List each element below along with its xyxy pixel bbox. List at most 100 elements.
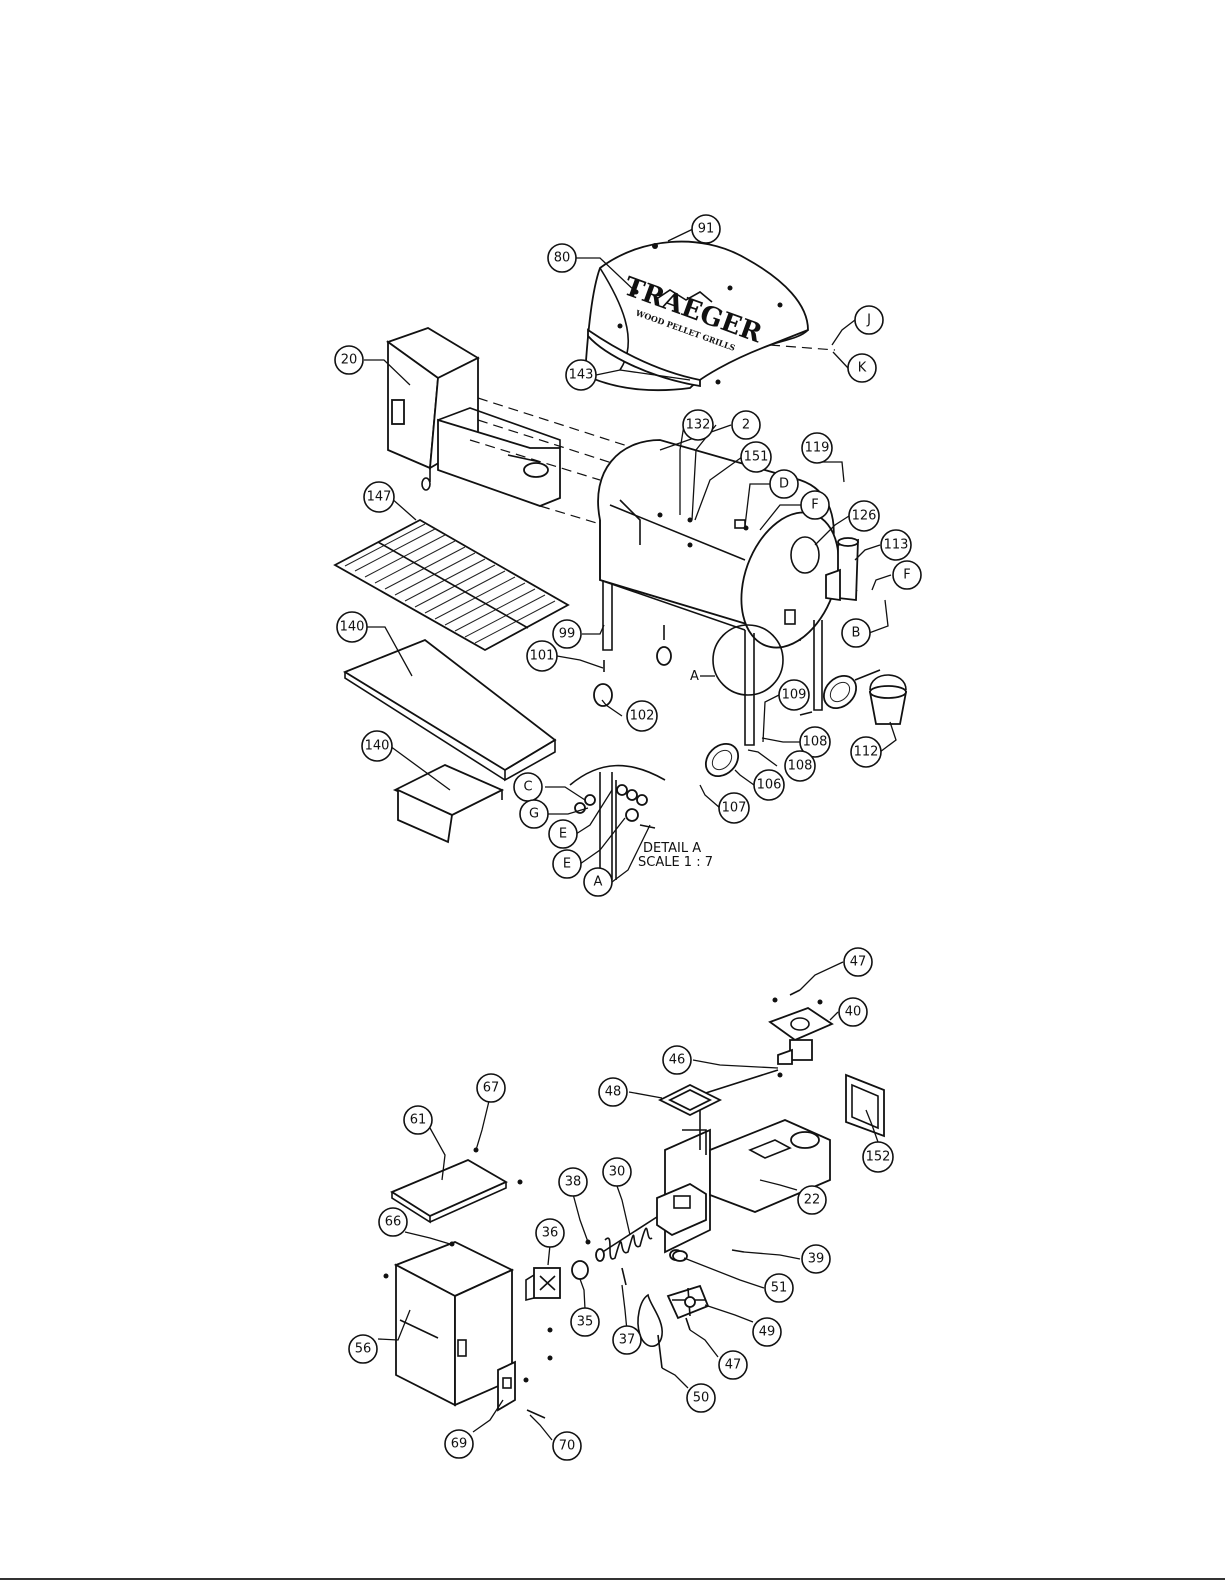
callout-label: G [529,807,539,822]
callout-label: 91 [698,222,715,237]
callout-label: 108 [788,759,813,774]
callout-67: 67 [477,1074,505,1102]
callout-80: 80 [548,244,576,272]
callout-47b: 47 [719,1351,747,1379]
callout-k: K [848,354,876,382]
callout-151: 151 [741,442,771,472]
callout-label: K [858,361,867,376]
auger-motor [526,1240,591,1301]
callout-g: G [520,800,548,828]
callout-112: 112 [851,737,881,767]
auger [596,1215,660,1261]
callout-36: 36 [536,1219,564,1247]
callout-label: 80 [554,251,571,266]
callout-a: A [584,868,612,896]
callout-label: 22 [804,1193,821,1208]
callout-143: 143 [566,360,596,390]
callout-61: 61 [404,1106,432,1134]
hopper-upper [388,328,560,506]
callout-46: 46 [663,1046,691,1074]
callout-label: 140 [340,620,365,635]
callout-label: 2 [742,418,750,433]
callout-f2: F [893,561,921,589]
callout-91: 91 [692,215,720,243]
detail-a-marker: A [690,669,699,684]
callout-147: 147 [364,482,394,512]
callout-40: 40 [839,998,867,1026]
callout-label: J [866,313,871,328]
callout-label: 39 [808,1252,825,1267]
callout-35: 35 [571,1308,599,1336]
callout-51: 51 [765,1274,793,1302]
callout-label: 49 [759,1325,776,1340]
callout-label: 51 [771,1281,788,1296]
callout-label: 69 [451,1437,468,1452]
callout-126: 126 [849,501,879,531]
callout-label: 20 [341,353,358,368]
callout-152: 152 [863,1142,893,1172]
upper-assembly: TRAEGER WOOD PELLET GRILLS [335,242,906,880]
callout-102: 102 [627,701,657,731]
callout-label: 47 [725,1358,742,1373]
callout-140b: 140 [362,731,392,761]
callout-label: 126 [852,509,877,524]
callout-99: 99 [553,620,581,648]
callout-label: B [852,626,861,641]
callout-label: 132 [686,418,711,433]
callout-label: D [779,477,789,492]
callout-label: 70 [559,1439,576,1454]
callout-label: 143 [569,368,594,383]
callout-101: 101 [527,641,557,671]
callout-label: 66 [385,1215,402,1230]
callout-label: 101 [530,649,555,664]
callout-label: 67 [483,1081,500,1096]
callout-37: 37 [613,1326,641,1354]
callout-22: 22 [798,1186,826,1214]
callout-label: E [563,857,571,872]
callout-108b: 108 [785,751,815,781]
callout-20: 20 [335,346,363,374]
callout-j: J [855,306,883,334]
callout-69: 69 [445,1430,473,1458]
hopper-box [384,1242,513,1406]
callout-label: 119 [805,441,830,456]
detail-a-label: DETAIL A [643,841,701,856]
firepot-gasket [846,1075,884,1136]
callout-label: 112 [854,745,879,760]
callout-label: 38 [565,1175,582,1190]
callout-label: 50 [693,1391,710,1406]
callout-e2: E [553,850,581,878]
callout-label: F [903,568,910,583]
callout-b: B [842,619,870,647]
callout-label: 147 [367,490,392,505]
callout-e1: E [549,820,577,848]
firepot-flange [770,990,832,1078]
callout-label: 36 [542,1226,559,1241]
callout-label: 48 [605,1085,622,1100]
callout-label: 140 [365,739,390,754]
callout-label: 108 [803,735,828,750]
callout-label: 61 [410,1113,427,1128]
grease-bucket [870,675,906,724]
hopper-lid [392,1148,523,1223]
callout-119: 119 [802,433,832,463]
callout-label: 40 [845,1005,862,1020]
callout-label: 99 [559,627,576,642]
callout-label: 152 [866,1150,891,1165]
detail-a-scale: SCALE 1 : 7 [638,855,713,870]
grill-barrel [598,440,858,695]
callout-49: 49 [753,1318,781,1346]
callout-label: 30 [609,1165,626,1180]
callout-label: 47 [850,955,867,970]
callout-109: 109 [779,680,809,710]
callout-48: 48 [599,1078,627,1106]
callout-label: 151 [744,450,769,465]
callout-label: 107 [722,801,747,816]
callout-c: C [514,773,542,801]
callout-39: 39 [802,1245,830,1273]
grill-grate [335,520,568,650]
callout-label: 102 [630,709,655,724]
callout-107: 107 [719,793,749,823]
